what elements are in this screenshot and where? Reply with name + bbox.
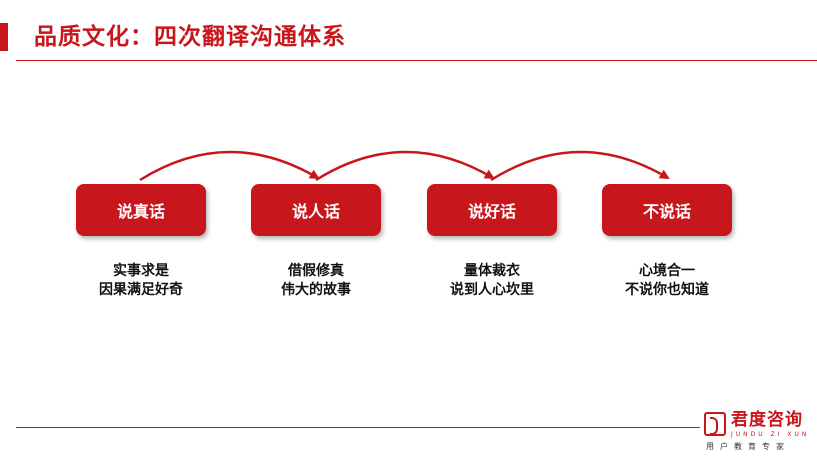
logo-name: 君度咨询 — [731, 410, 803, 430]
logo-slogan: 用户教育专家 — [706, 442, 790, 451]
desc-line: 伟大的故事 — [281, 282, 351, 298]
title-accent-bar — [0, 23, 8, 51]
desc-line: 借假修真 — [288, 263, 344, 279]
arrow-step2-to-step3 — [315, 150, 495, 182]
arrow-step1-to-step2 — [139, 150, 320, 182]
step-box-silence: 不说话 — [602, 184, 732, 236]
desc-line: 心境合一 — [639, 263, 695, 279]
page-title: 品质文化：四次翻译沟通体系 — [34, 24, 346, 50]
footer-divider — [16, 427, 700, 428]
step-desc-speak-truth: 实事求是 因果满足好奇 — [61, 262, 221, 300]
step-box-speak-truth: 说真话 — [76, 184, 206, 236]
company-logo: 君度咨询 JUNDU ZI XUN 用户教育专家 — [704, 408, 814, 456]
step-box-speak-kind: 说好话 — [427, 184, 557, 236]
step-desc-silence: 心境合一 不说你也知道 — [587, 262, 747, 300]
desc-line: 说到人心坎里 — [450, 282, 534, 298]
step-desc-speak-kind: 量体裁衣 说到人心坎里 — [412, 262, 572, 300]
step-box-speak-plain: 说人话 — [251, 184, 381, 236]
title-divider — [16, 60, 817, 61]
desc-line: 不说你也知道 — [625, 282, 709, 298]
arrow-step3-to-step4 — [490, 150, 670, 182]
logo-pinyin: JUNDU ZI XUN — [731, 431, 810, 438]
logo-mark-icon — [704, 412, 726, 436]
desc-line: 实事求是 — [113, 263, 169, 279]
desc-line: 量体裁衣 — [464, 263, 520, 279]
step-desc-speak-plain: 借假修真 伟大的故事 — [236, 262, 396, 300]
desc-line: 因果满足好奇 — [99, 282, 183, 298]
